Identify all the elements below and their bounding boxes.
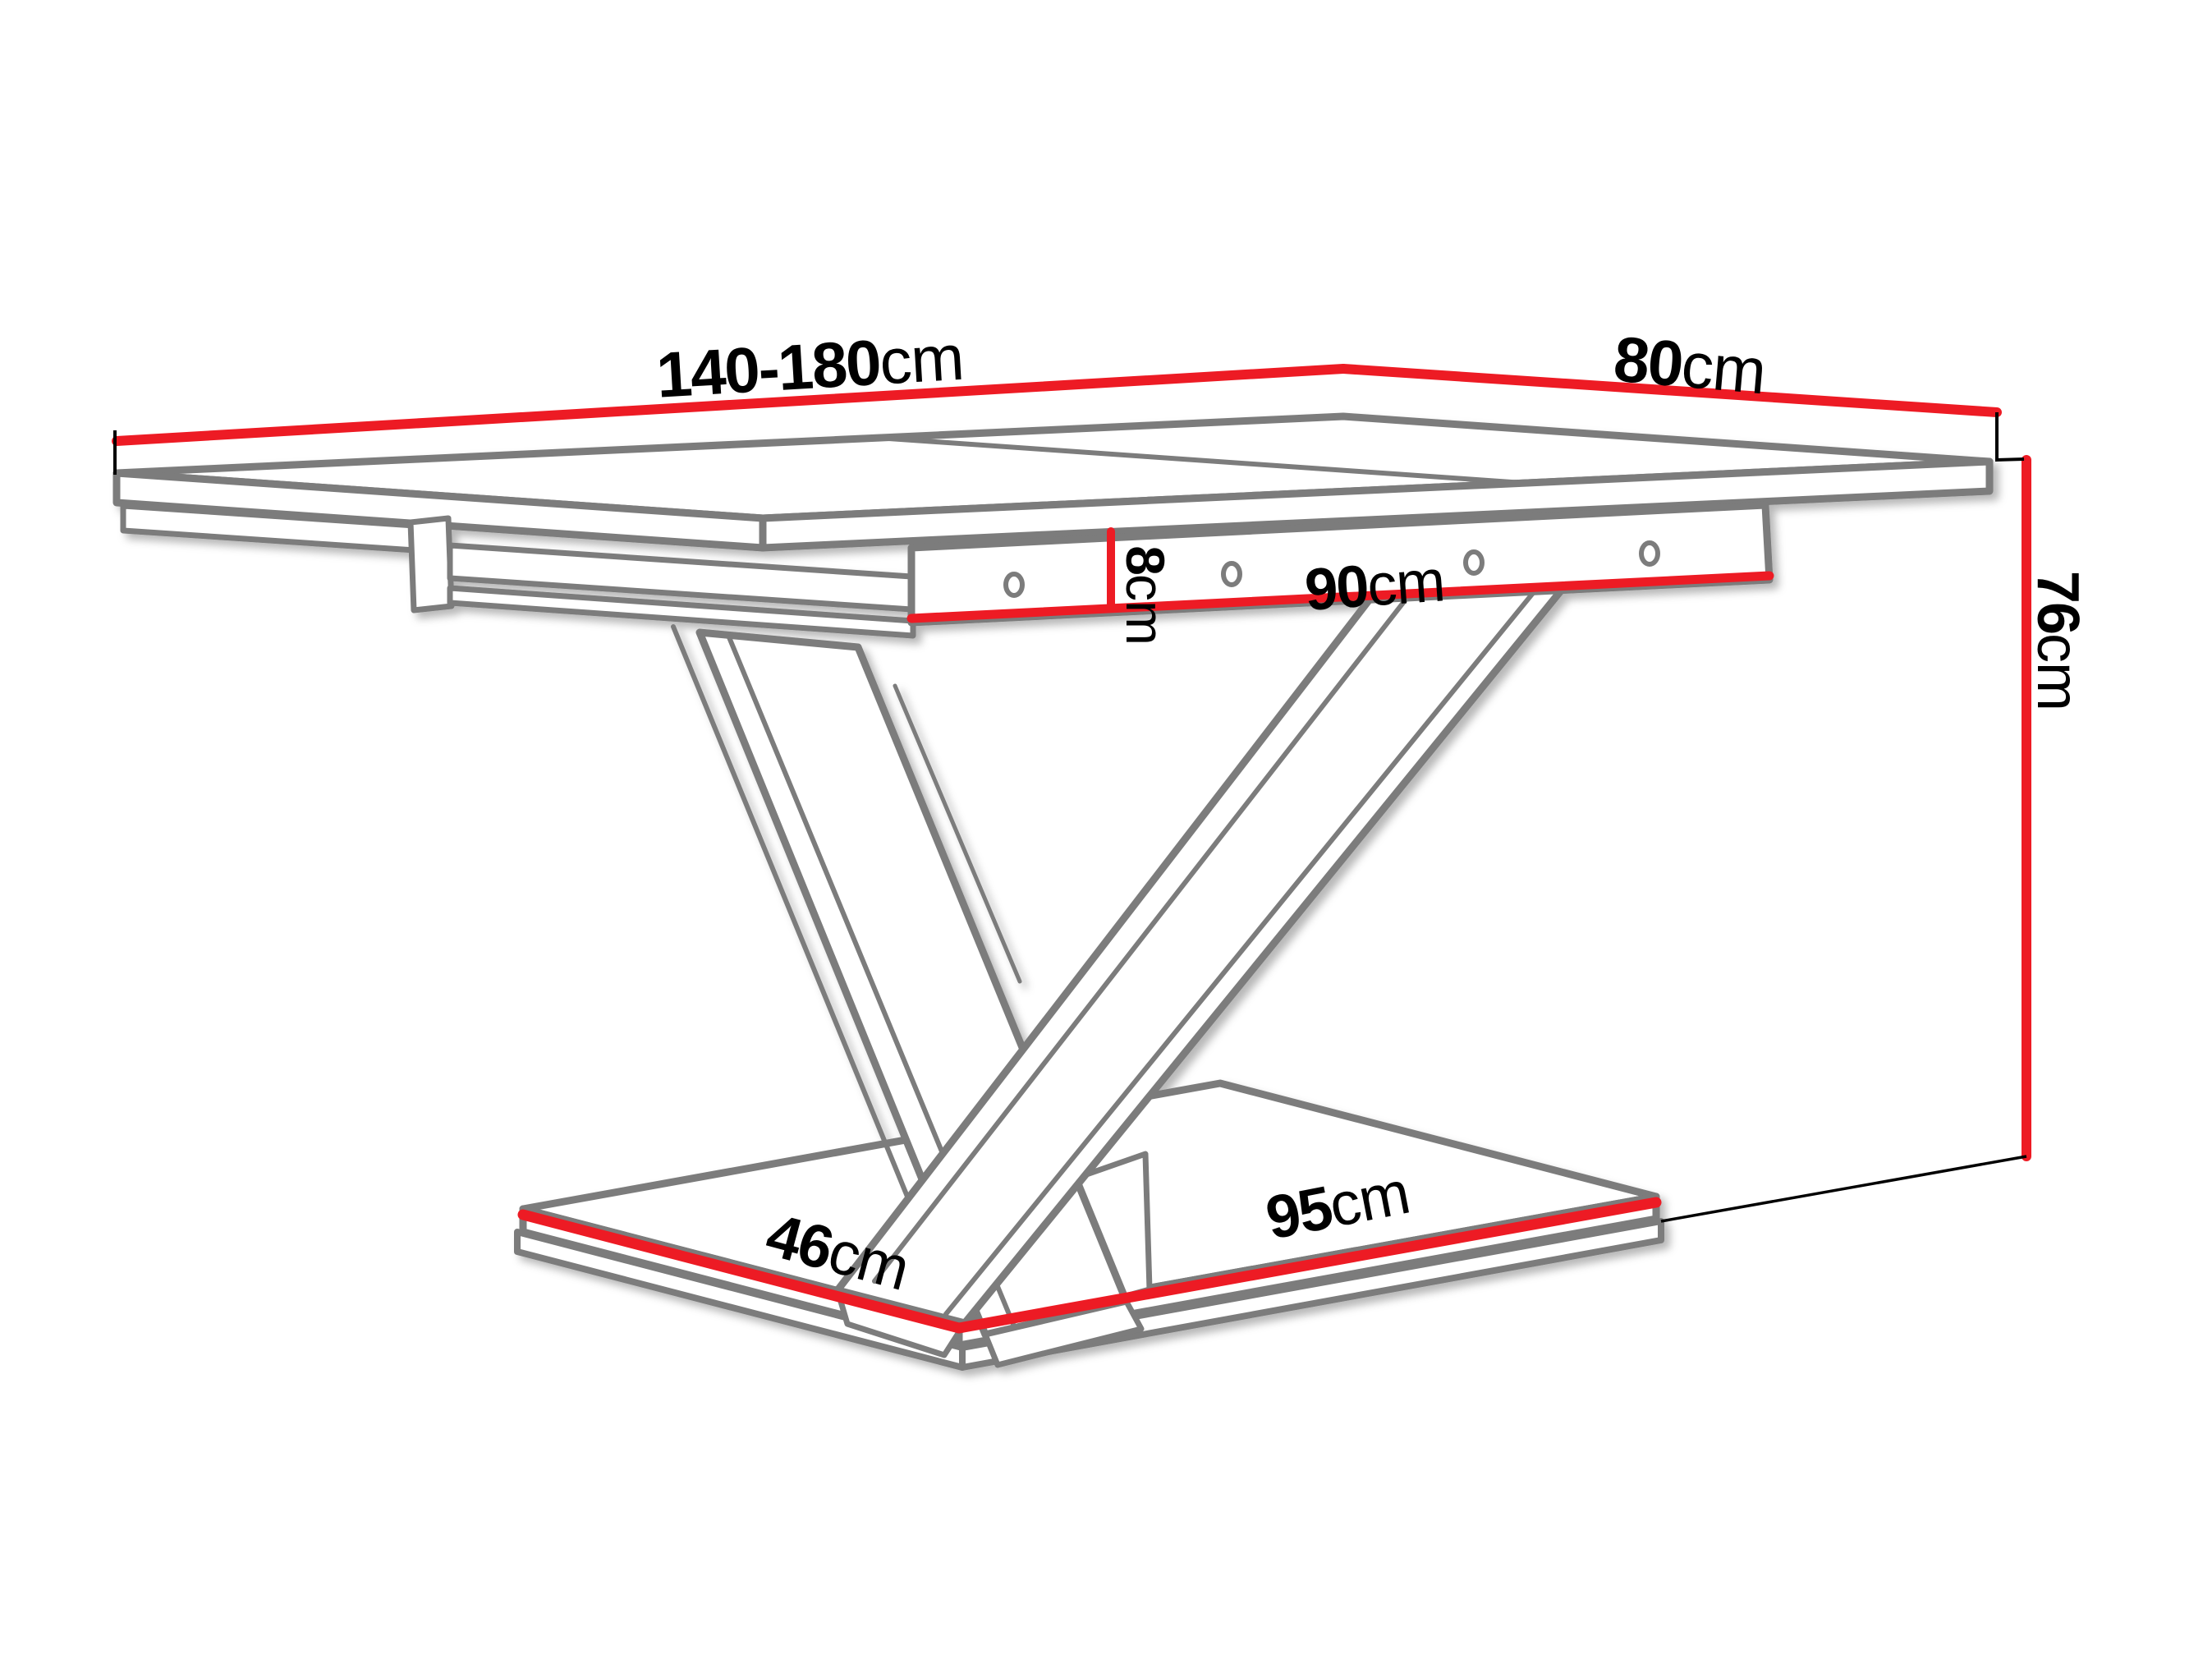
left-beam-foot	[982, 1298, 1145, 1368]
label-table-height: 76 cm	[2025, 571, 2090, 710]
screw-hole	[1221, 561, 1242, 587]
dim-line-base-length	[953, 1197, 1662, 1334]
label-table-width: 80 cm	[1611, 323, 1769, 408]
screw-hole	[1003, 572, 1025, 598]
dim-line-length	[112, 364, 1348, 446]
tabletop-edge-right	[759, 457, 1994, 552]
extension-seam	[874, 435, 1526, 485]
svg-text:76: 76	[2025, 571, 2090, 633]
dimension-lines	[112, 364, 2031, 1334]
svg-text:8: 8	[1115, 545, 1176, 574]
svg-text:140-180: 140-180	[654, 326, 882, 411]
screw-hole	[1639, 540, 1660, 567]
svg-text:cm: cm	[878, 321, 966, 398]
label-base-length: 95 cm	[1260, 1158, 1415, 1252]
height-helper-line	[1660, 1155, 2027, 1223]
svg-text:cm: cm	[1115, 574, 1176, 645]
svg-text:90: 90	[1303, 554, 1370, 623]
svg-text:cm: cm	[1678, 329, 1768, 408]
tabletop	[112, 412, 1994, 552]
svg-text:cm: cm	[2025, 633, 2090, 710]
dim-line-width	[1338, 364, 2002, 417]
dim-line-apron	[906, 571, 1774, 623]
extension-rails	[120, 503, 916, 639]
dimension-ticks	[113, 412, 2027, 1223]
svg-text:80: 80	[1611, 323, 1685, 401]
label-apron-height: 8 cm	[1115, 545, 1176, 645]
svg-text:95: 95	[1260, 1173, 1338, 1252]
label-apron-length: 90 cm	[1303, 548, 1447, 623]
dim-line-base-depth	[517, 1209, 965, 1334]
rail-bracket	[407, 515, 455, 614]
table-structure	[112, 412, 1994, 1371]
screw-hole	[1463, 549, 1485, 576]
svg-text:cm: cm	[1324, 1158, 1415, 1240]
label-table-length: 140-180 cm	[654, 321, 966, 411]
svg-text:cm: cm	[1365, 548, 1447, 618]
